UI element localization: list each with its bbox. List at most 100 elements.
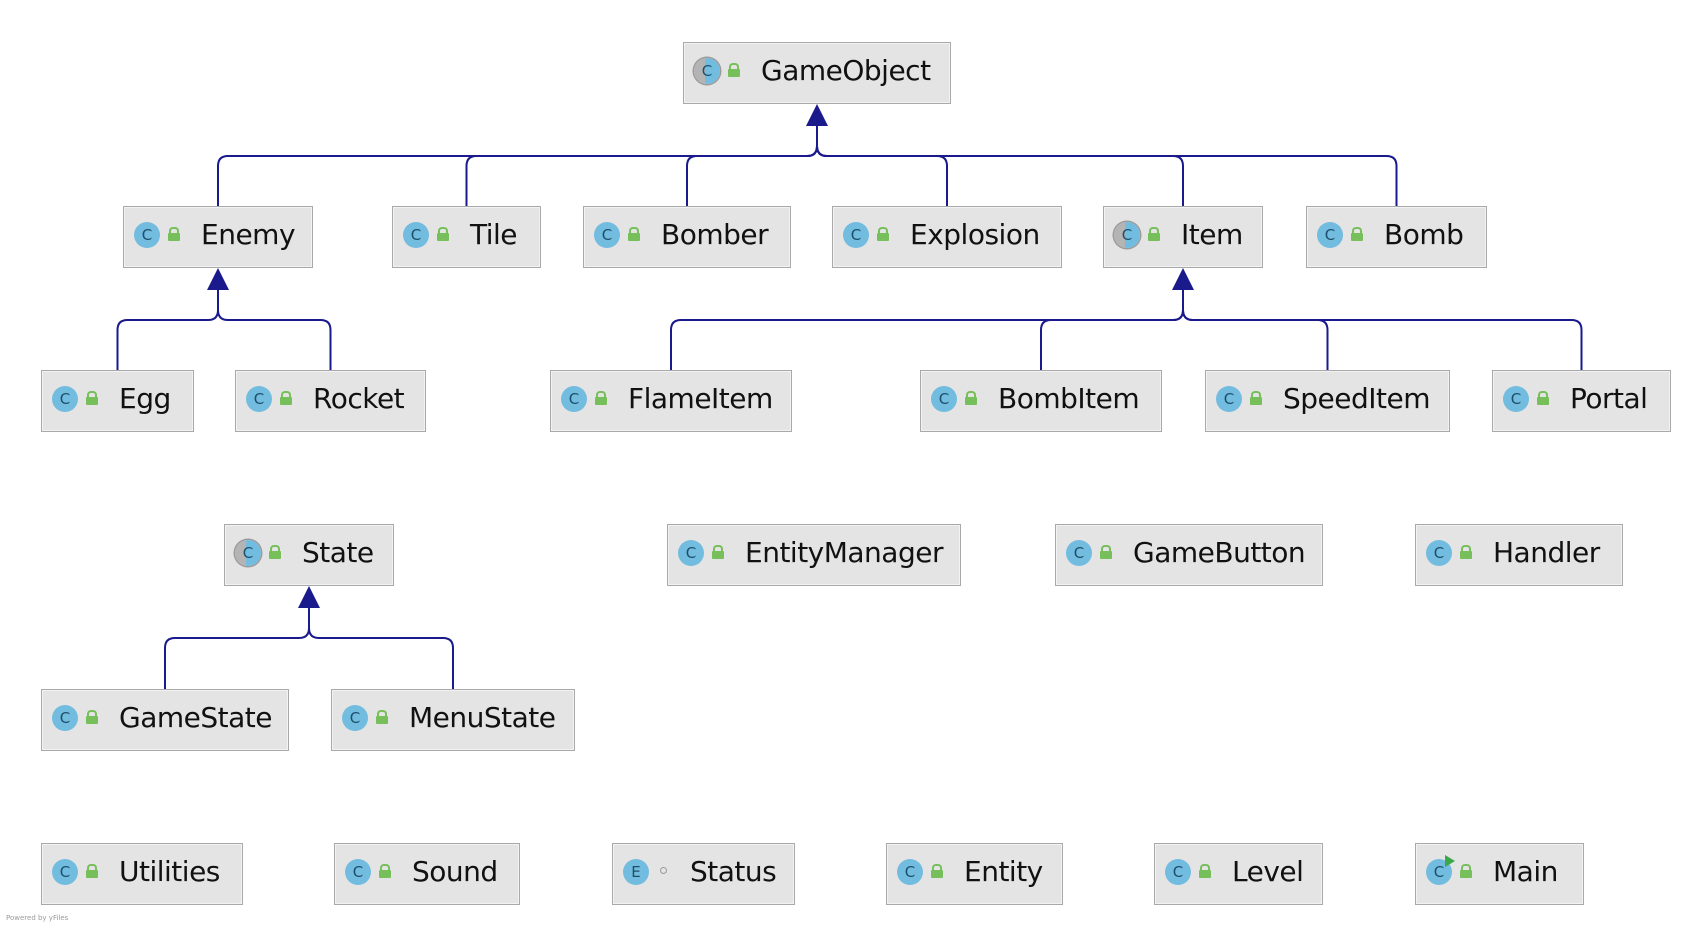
inheritance-edge-rocket xyxy=(217,290,332,370)
public-lock-icon xyxy=(379,864,391,878)
class-icon: C xyxy=(843,222,869,248)
public-lock-icon xyxy=(965,391,977,405)
inheritance-edge-tile xyxy=(465,126,818,206)
public-lock-icon xyxy=(1351,227,1363,241)
class-name-label: SpeedItem xyxy=(1283,382,1431,415)
class-icon: C xyxy=(134,222,160,248)
class-node-sound[interactable]: C Sound xyxy=(334,843,520,905)
public-lock-icon xyxy=(86,710,98,724)
powered-by-credit: Powered by yFiles xyxy=(6,914,69,922)
class-name-label: GameObject xyxy=(761,54,931,87)
class-icon: C xyxy=(52,705,78,731)
class-name-label: GameState xyxy=(119,701,272,734)
runnable-class-icon: C xyxy=(1426,855,1455,885)
public-lock-icon xyxy=(86,864,98,878)
class-node-state[interactable]: C State xyxy=(224,524,394,586)
inheritance-edge-portal xyxy=(1182,290,1583,370)
class-name-label: FlameItem xyxy=(628,382,773,415)
inheritance-edge-explosion xyxy=(816,126,948,206)
inheritance-edge-bomb xyxy=(816,126,1398,206)
class-name-label: Sound xyxy=(412,855,498,888)
class-icon: C xyxy=(246,386,272,412)
abstract-class-icon: C xyxy=(694,58,720,84)
public-lock-icon xyxy=(1250,391,1262,405)
class-icon: C xyxy=(1165,859,1191,885)
public-lock-icon xyxy=(280,391,292,405)
public-lock-icon xyxy=(1199,864,1211,878)
class-node-level[interactable]: C Level xyxy=(1154,843,1323,905)
class-icon: C xyxy=(561,386,587,412)
abstract-class-icon: C xyxy=(1114,222,1140,248)
class-node-gamestate[interactable]: C GameState xyxy=(41,689,289,751)
inheritance-edge-bombitem xyxy=(1040,290,1184,370)
class-icon: C xyxy=(403,222,429,248)
class-node-enemy[interactable]: C Enemy xyxy=(123,206,313,268)
class-node-tile[interactable]: C Tile xyxy=(392,206,541,268)
inheritance-edge-speeditem xyxy=(1182,290,1329,370)
public-lock-icon xyxy=(728,63,740,77)
class-node-gamebutton[interactable]: C GameButton xyxy=(1055,524,1323,586)
class-node-explosion[interactable]: C Explosion xyxy=(832,206,1062,268)
class-name-label: Tile xyxy=(470,218,518,251)
inheritance-edge-menustate xyxy=(308,608,454,689)
class-name-label: GameButton xyxy=(1133,536,1306,569)
class-icon: C xyxy=(931,386,957,412)
inheritance-arrowhead-item xyxy=(1172,268,1194,290)
public-lock-icon xyxy=(269,545,281,559)
class-node-status[interactable]: E Status xyxy=(612,843,795,905)
class-node-egg[interactable]: C Egg xyxy=(41,370,194,432)
class-node-flameitem[interactable]: C FlameItem xyxy=(550,370,792,432)
public-lock-icon xyxy=(1537,391,1549,405)
inheritance-edge-bomber xyxy=(686,126,818,206)
class-icon: C xyxy=(897,859,923,885)
inheritance-edge-flameitem xyxy=(670,290,1184,370)
class-name-label: Explosion xyxy=(910,218,1040,251)
class-name-label: Bomb xyxy=(1384,218,1464,251)
class-name-label: State xyxy=(302,536,374,569)
inheritance-arrowhead-gameobject xyxy=(806,104,828,126)
inheritance-arrowhead-enemy xyxy=(207,268,229,290)
class-icon: C xyxy=(345,859,371,885)
class-node-gameobject[interactable]: C GameObject xyxy=(683,42,951,104)
public-lock-icon xyxy=(1460,864,1472,878)
class-node-main[interactable]: C Main xyxy=(1415,843,1584,905)
class-name-label: Enemy xyxy=(201,218,296,251)
public-lock-icon xyxy=(1460,545,1472,559)
enum-icon: E xyxy=(623,859,649,885)
inheritance-edge-egg xyxy=(116,290,219,370)
abstract-class-icon: C xyxy=(235,540,261,566)
public-lock-icon xyxy=(628,227,640,241)
class-icon: C xyxy=(52,859,78,885)
class-name-label: Level xyxy=(1232,855,1304,888)
class-name-label: Portal xyxy=(1570,382,1648,415)
class-name-label: MenuState xyxy=(409,701,556,734)
class-name-label: Status xyxy=(690,855,777,888)
package-private-icon xyxy=(660,867,667,874)
public-lock-icon xyxy=(168,227,180,241)
class-name-label: Bomber xyxy=(661,218,769,251)
class-icon: C xyxy=(678,540,704,566)
public-lock-icon xyxy=(86,391,98,405)
inheritance-edge-gamestate xyxy=(164,608,310,689)
public-lock-icon xyxy=(595,391,607,405)
inheritance-edge-enemy xyxy=(217,126,818,206)
class-name-label: Egg xyxy=(119,382,171,415)
class-icon: C xyxy=(1066,540,1092,566)
class-icon: C xyxy=(52,386,78,412)
class-name-label: Main xyxy=(1493,855,1558,888)
public-lock-icon xyxy=(712,545,724,559)
